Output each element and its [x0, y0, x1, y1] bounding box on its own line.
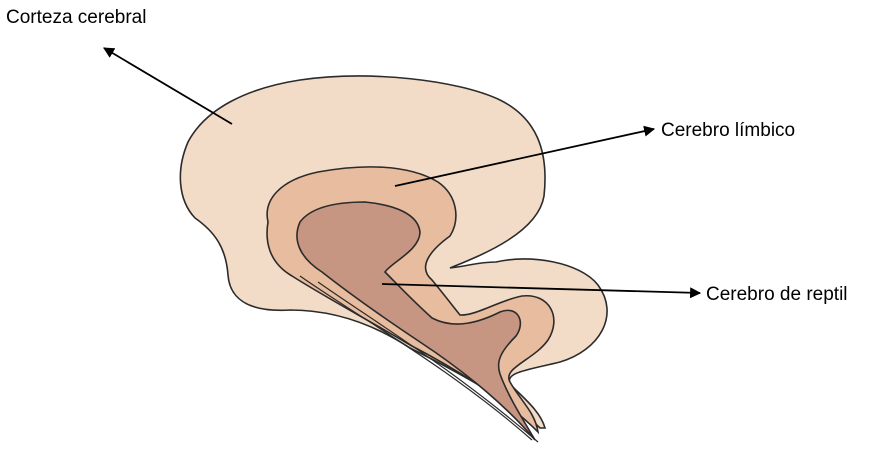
label-reptilian-brain: Cerebro de reptil [706, 285, 848, 304]
label-cerebral-cortex: Corteza cerebral [6, 8, 146, 27]
cortex-leader-arrow [104, 48, 232, 124]
label-limbic-brain: Cerebro límbico [661, 121, 795, 140]
